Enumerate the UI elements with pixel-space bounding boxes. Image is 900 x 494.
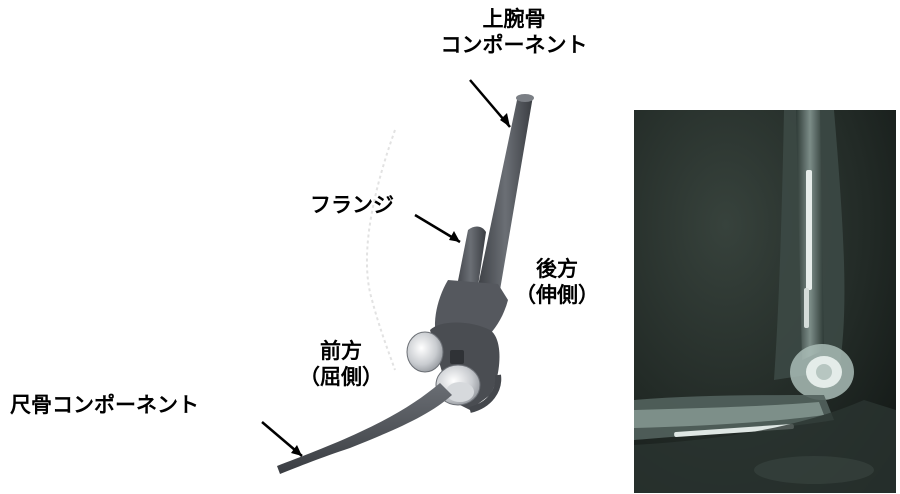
arrow-humeral-head [500, 113, 510, 127]
anterior-label-line1: 前方 [320, 339, 362, 363]
anterior-label-line2: （屈側） [299, 365, 383, 390]
humeral-stem [478, 96, 533, 290]
posterior-label-line2: （伸側） [515, 283, 599, 308]
humeral-component-label: 上腕骨 コンポーネント [414, 6, 614, 59]
anterior-label: 前方 （屈側） [286, 338, 396, 391]
hinge-lower [446, 382, 474, 402]
flange-label-text: フランジ [310, 193, 394, 217]
arrow-ulnar-head [291, 445, 302, 456]
bone-outline [365, 129, 396, 371]
humeral-label-line1: 上腕骨 [482, 7, 546, 31]
hinge-metal-left [406, 331, 444, 373]
xray-image [634, 110, 896, 493]
ulnar-label-text: 尺骨コンポーネント [10, 393, 199, 417]
humeral-label-line2: コンポーネント [440, 33, 588, 58]
posterior-label: 後方 （伸側） [502, 256, 612, 309]
flange-label: フランジ [310, 192, 394, 218]
arrow-flange-head [449, 231, 460, 242]
ulnar-stem [277, 383, 452, 474]
ulnar-component-label: 尺骨コンポーネント [10, 392, 199, 418]
hinge-screw [450, 350, 464, 364]
posterior-hook [469, 374, 502, 413]
posterior-label-line1: 後方 [536, 257, 578, 281]
